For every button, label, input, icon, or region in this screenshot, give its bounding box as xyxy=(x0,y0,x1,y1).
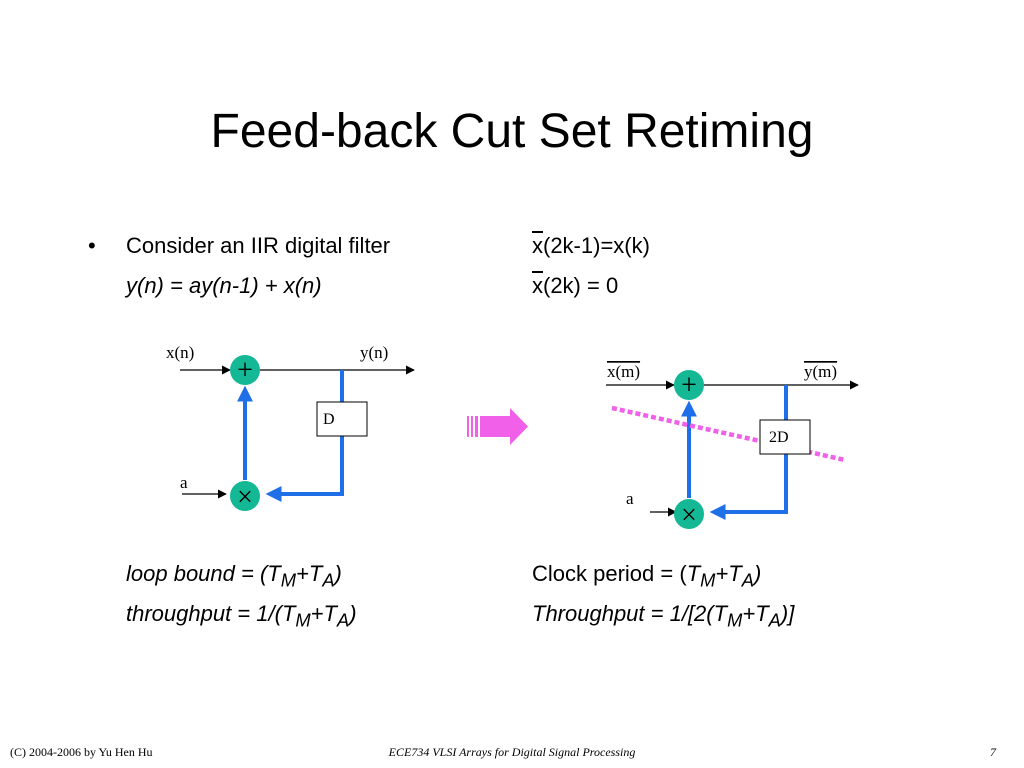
right-filter-diagram: 2D + × x(m) y(m) a xyxy=(606,362,859,531)
filter-equation: y(n) = ay(n-1) + x(n) xyxy=(126,273,322,298)
upsample-eq-2-rest: (2k) = 0 xyxy=(543,273,619,298)
delay-label: D xyxy=(323,411,335,428)
slide-title: Feed-back Cut Set Retiming xyxy=(210,105,814,158)
multiplier-node xyxy=(230,481,260,511)
filter-intro-text: Consider an IIR digital filter xyxy=(126,233,391,258)
clock-period-text: Clock period = (TM+TA) xyxy=(532,561,762,591)
upsample-eq-1: x(2k-1)=x(k) xyxy=(532,232,650,260)
throughput-text-right: Throughput = 1/[2(TM+TA)] xyxy=(532,601,795,631)
left-filter-diagram: D + × x(n) y(n) a xyxy=(166,343,415,513)
delay-box xyxy=(759,419,811,455)
input-label: x(n) xyxy=(166,343,194,362)
delay-box xyxy=(316,401,368,437)
multiplier-symbol: × xyxy=(237,482,253,513)
overline-x: x xyxy=(532,233,543,258)
upsample-eq-2: x(2k) = 0 xyxy=(532,272,618,300)
footer-copyright: (C) 2004-2006 by Yu Hen Hu xyxy=(10,745,153,759)
adder-node xyxy=(674,370,704,400)
multiplier-node xyxy=(674,499,704,529)
loop-bound-text: loop bound = (TM+TA) xyxy=(126,561,342,591)
coef-label: a xyxy=(180,473,188,492)
coef-label: a xyxy=(626,489,634,508)
transform-arrow xyxy=(467,408,528,445)
page-number: 7 xyxy=(990,745,996,759)
multiplier-symbol: × xyxy=(681,500,697,531)
output-label: y(m) xyxy=(804,362,837,381)
adder-symbol: + xyxy=(237,355,253,386)
delay-label: 2D xyxy=(769,429,789,446)
upsample-eq-1-rest: (2k-1)=x(k) xyxy=(543,233,650,258)
throughput-text-left: throughput = 1/(TM+TA) xyxy=(126,601,357,631)
adder-symbol: + xyxy=(681,370,697,401)
bullet-marker: • xyxy=(88,233,96,258)
output-label: y(n) xyxy=(360,343,388,362)
adder-node xyxy=(230,355,260,385)
overline-x: x xyxy=(532,273,543,298)
footer-course: ECE734 VLSI Arrays for Digital Signal Pr… xyxy=(388,745,636,759)
input-label: x(m) xyxy=(607,362,640,381)
